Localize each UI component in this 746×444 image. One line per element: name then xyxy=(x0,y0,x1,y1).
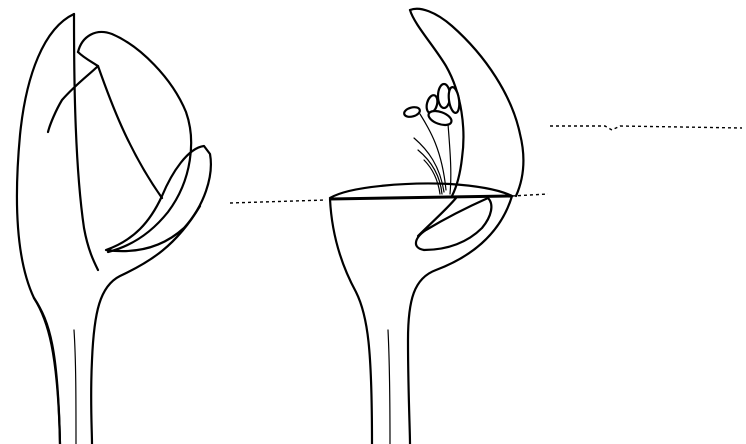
left-stem-right xyxy=(91,206,200,444)
anther xyxy=(447,86,461,113)
right-stem-seam xyxy=(388,330,390,444)
anther xyxy=(403,106,421,119)
left-stem-left xyxy=(34,298,60,444)
closed-flower-bud xyxy=(17,14,211,444)
receptacle-right xyxy=(408,196,512,444)
left-petal-fold xyxy=(48,52,98,132)
left-stem-seam xyxy=(74,330,76,444)
section-line-left xyxy=(230,200,326,203)
anther xyxy=(427,108,454,127)
dashed-pointer xyxy=(550,126,742,130)
right-bract xyxy=(416,198,491,250)
sectioned-flower-bud xyxy=(330,9,523,444)
left-sepal xyxy=(17,14,74,444)
stamens xyxy=(403,84,461,194)
left-petal-crease xyxy=(98,66,162,198)
receptacle-left xyxy=(330,199,372,444)
left-bract xyxy=(106,146,211,251)
